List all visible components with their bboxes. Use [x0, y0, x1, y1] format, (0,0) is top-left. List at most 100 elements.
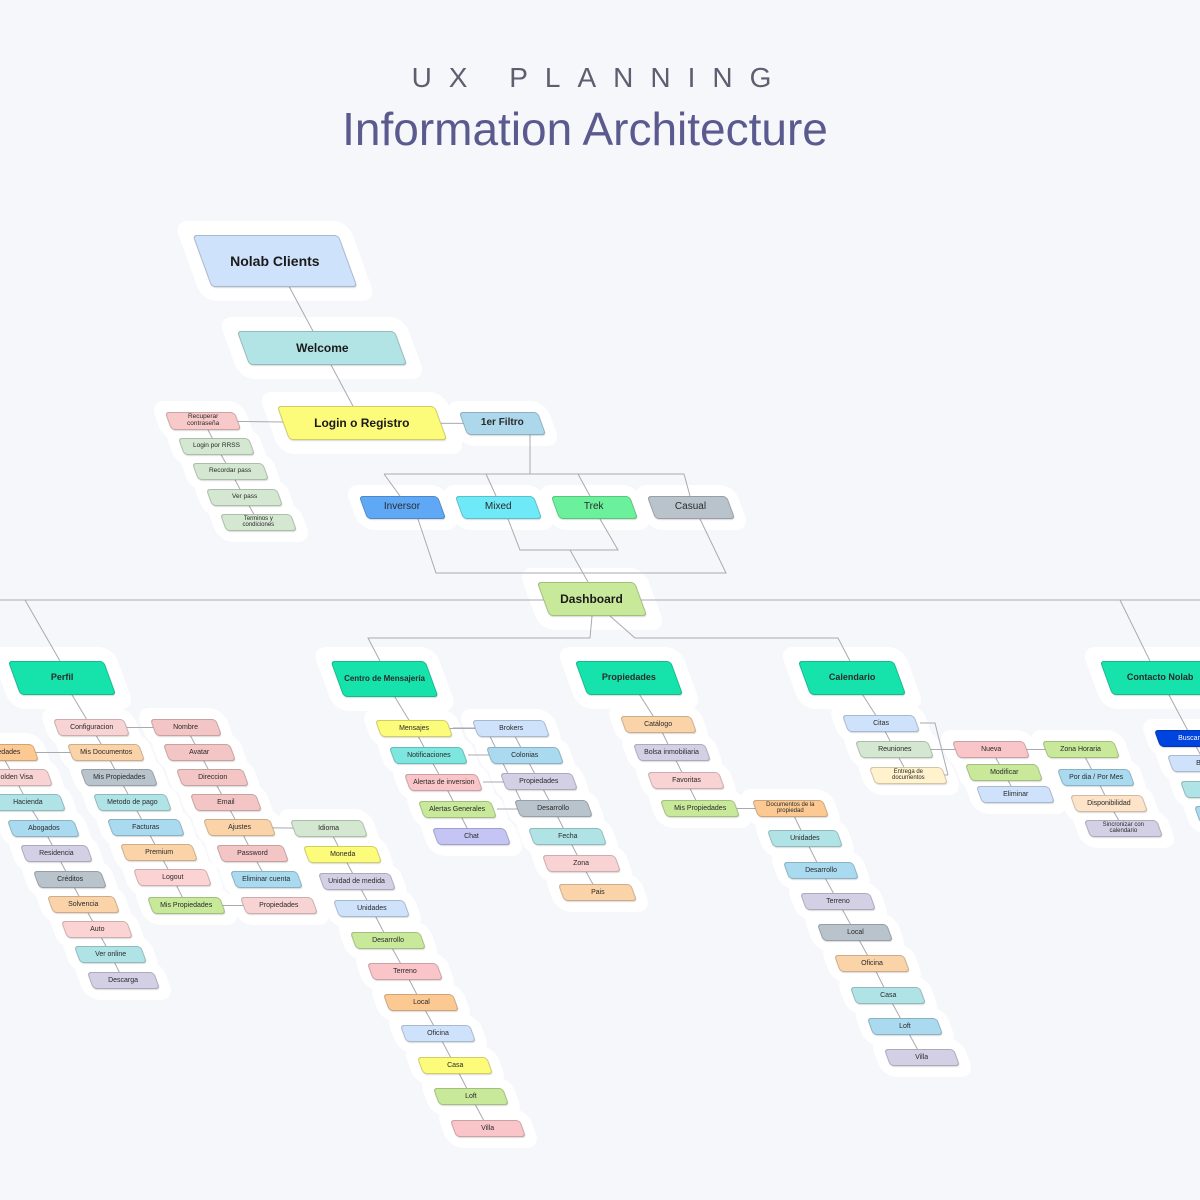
- node-n-broke[interactable]: Broke: [1167, 755, 1200, 772]
- node-c-colonias[interactable]: Colonias: [486, 747, 564, 764]
- node-p-logout[interactable]: Logout: [133, 869, 212, 886]
- node-contacto[interactable]: Contacto Nolab: [1100, 661, 1200, 695]
- node-calendario[interactable]: Calendario: [798, 661, 906, 695]
- node-c-notif[interactable]: Notificaciones: [389, 747, 468, 764]
- node-login[interactable]: Login o Registro: [277, 406, 447, 440]
- node-r-oficina[interactable]: Oficina: [834, 955, 910, 972]
- node-p-email[interactable]: Email: [190, 794, 262, 811]
- node-r-terreno[interactable]: Terreno: [800, 893, 876, 910]
- node-c-propiedades[interactable]: Propiedades: [500, 773, 578, 790]
- node-trek[interactable]: Trek: [550, 496, 638, 519]
- node-l-auto[interactable]: Auto: [61, 921, 134, 938]
- node-p-password[interactable]: Password: [216, 845, 289, 862]
- node-p-villa[interactable]: Villa: [450, 1120, 526, 1137]
- node-p-direccion[interactable]: Direccion: [176, 769, 249, 786]
- node-p-premium[interactable]: Premium: [120, 844, 198, 861]
- node-c-alertasgen[interactable]: Alertas Generales: [418, 801, 497, 818]
- node-c-fecha[interactable]: Fecha: [528, 828, 607, 845]
- node-p-idioma[interactable]: Idioma: [290, 820, 368, 837]
- kicker-text: UX PLANNING: [411, 62, 789, 93]
- node-l-veronline[interactable]: Ver online: [74, 946, 147, 963]
- node-l-hacienda[interactable]: Hacienda: [0, 794, 67, 811]
- node-n-buscar[interactable]: Buscar N: [1154, 730, 1200, 747]
- node-k-nueva[interactable]: Nueva: [952, 741, 1030, 758]
- node-p-misprop2[interactable]: Mis Propiedades: [147, 897, 226, 914]
- node-l-solvencia[interactable]: Solvencia: [46, 896, 120, 913]
- node-p-nombre[interactable]: Nombre: [150, 719, 222, 736]
- node-n-c3[interactable]: [1180, 781, 1200, 798]
- node-nolab[interactable]: Nolab Clients: [192, 235, 358, 287]
- node-k-citas[interactable]: Citas: [842, 715, 920, 732]
- node-label: Eliminar cuenta: [242, 875, 291, 883]
- node-p-local[interactable]: Local: [383, 994, 459, 1011]
- node-k-reuniones[interactable]: Reuniones: [855, 741, 934, 758]
- node-p-unidades[interactable]: Unidades: [333, 900, 410, 917]
- node-r-bolsa[interactable]: Bolsa inmobiliaria: [633, 744, 711, 761]
- node-p-casa[interactable]: Casa: [417, 1057, 493, 1074]
- node-centro[interactable]: Centro de Mensajería: [329, 661, 438, 697]
- node-perfil[interactable]: Perfil: [7, 661, 116, 695]
- node-p-avatar[interactable]: Avatar: [163, 744, 236, 761]
- node-inversor[interactable]: Inversor: [358, 496, 446, 519]
- node-k-dispo[interactable]: Disponibilidad: [1070, 795, 1148, 812]
- node-p-misdocs[interactable]: Mis Documentos: [67, 744, 145, 761]
- node-c-alertasinv[interactable]: Alertas de inversion: [404, 774, 483, 791]
- node-r-loft[interactable]: Loft: [867, 1018, 943, 1035]
- node-r-casa[interactable]: Casa: [850, 987, 926, 1004]
- node-k-pordia[interactable]: Por dia / Por Mes: [1057, 769, 1135, 786]
- node-k-modificar[interactable]: Modificar: [965, 764, 1043, 781]
- node-p-propiedades[interactable]: Propiedades: [240, 897, 318, 914]
- node-recordar[interactable]: Recordar pass: [192, 463, 269, 480]
- node-p-loft[interactable]: Loft: [433, 1088, 509, 1105]
- node-mixed[interactable]: Mixed: [454, 496, 542, 519]
- node-label: Casa: [879, 991, 897, 999]
- node-p-oficina[interactable]: Oficina: [400, 1025, 476, 1042]
- node-verpass[interactable]: Ver pass: [206, 489, 283, 506]
- node-p-ajustes[interactable]: Ajustes: [203, 819, 276, 836]
- node-dashboard[interactable]: Dashboard: [537, 582, 647, 616]
- node-n-c4[interactable]: [1194, 806, 1200, 823]
- node-p-misprop[interactable]: Mis Propiedades: [80, 769, 158, 786]
- node-terminos[interactable]: Terminos y condiciones: [220, 514, 297, 531]
- node-p-facturas[interactable]: Facturas: [107, 819, 185, 836]
- node-r-villa[interactable]: Villa: [884, 1049, 960, 1066]
- node-p-terreno[interactable]: Terreno: [367, 963, 443, 980]
- node-filtro[interactable]: 1er Filtro: [458, 412, 546, 435]
- node-p-config[interactable]: Configuracion: [52, 719, 130, 736]
- node-r-misprop[interactable]: Mis Propiedades: [660, 800, 740, 817]
- node-recuperar[interactable]: Recuperar contraseña: [164, 412, 242, 430]
- node-r-unidades[interactable]: Unidades: [767, 830, 843, 847]
- node-p-desarrollo[interactable]: Desarrollo: [350, 932, 426, 949]
- node-r-favoritas[interactable]: Favoritas: [647, 772, 725, 789]
- node-welcome[interactable]: Welcome: [237, 331, 407, 365]
- node-r-desarrollo[interactable]: Desarrollo: [783, 862, 859, 879]
- node-l-residencia[interactable]: Residencia: [19, 845, 93, 862]
- node-l-creditos[interactable]: Créditos: [32, 871, 107, 888]
- node-c-brokers[interactable]: Brokers: [472, 720, 550, 737]
- node-c-mensajes[interactable]: Mensajes: [375, 720, 453, 737]
- node-r-local[interactable]: Local: [817, 924, 893, 941]
- node-r-catalogo[interactable]: Catálogo: [620, 716, 697, 733]
- node-p-metodo[interactable]: Metodo de pago: [93, 794, 172, 811]
- node-r-docs[interactable]: Documentos de la propiedad: [752, 800, 829, 817]
- node-casual[interactable]: Casual: [646, 496, 735, 519]
- node-c-pais[interactable]: Pais: [558, 884, 637, 901]
- node-propiedades[interactable]: Propiedades: [575, 661, 683, 695]
- node-label: Bolsa inmobiliaria: [644, 748, 700, 756]
- node-l-descarga[interactable]: Descarga: [87, 972, 160, 989]
- node-l-prop[interactable]: Propiedades: [0, 744, 39, 761]
- node-label: Alertas de inversion: [412, 778, 475, 786]
- node-p-unidadmed[interactable]: Unidad de medida: [318, 873, 396, 890]
- node-c-chat[interactable]: Chat: [432, 828, 511, 845]
- node-k-zona[interactable]: Zona Horaria: [1042, 741, 1120, 758]
- node-p-eliminar[interactable]: Eliminar cuenta: [230, 871, 303, 888]
- node-c-desarrollo[interactable]: Desarrollo: [514, 800, 593, 817]
- node-p-moneda[interactable]: Moneda: [303, 846, 382, 863]
- node-k-eliminar[interactable]: Eliminar: [976, 786, 1055, 803]
- node-rrss[interactable]: Login por RRSS: [178, 438, 255, 455]
- node-l-abogados[interactable]: Abogados: [6, 820, 80, 837]
- node-k-entrega[interactable]: Entrega de documentos: [869, 767, 948, 784]
- node-k-sincro[interactable]: Sincronizar con calendario: [1084, 820, 1163, 837]
- node-c-zona[interactable]: Zona: [542, 855, 621, 872]
- node-l-golden[interactable]: Golden Visa: [0, 769, 53, 786]
